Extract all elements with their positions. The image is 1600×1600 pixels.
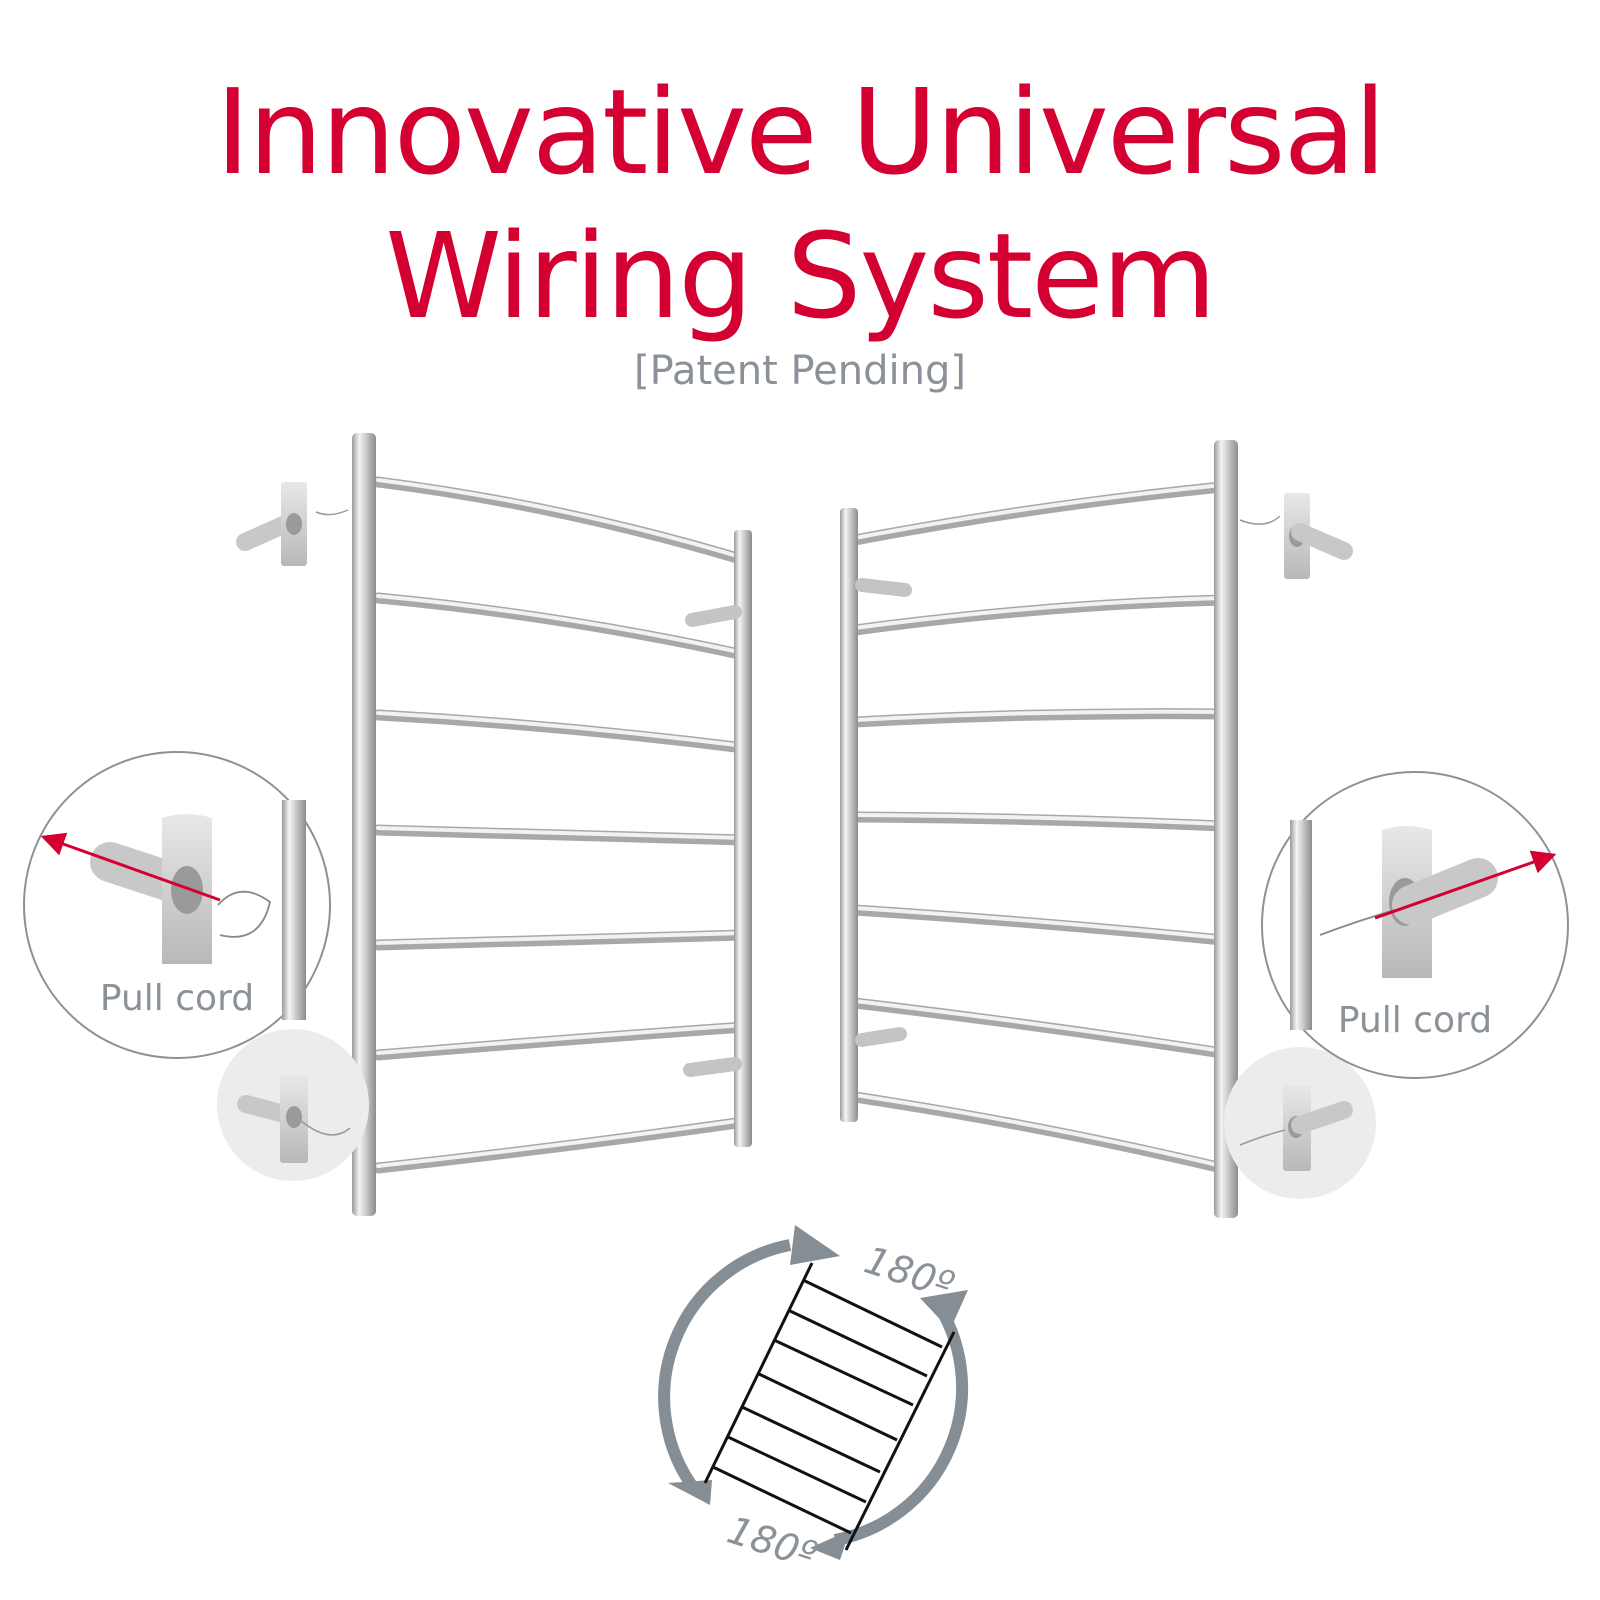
pull-cord-label-right: Pull cord <box>1338 1000 1492 1041</box>
wall-bracket-top-left <box>236 482 349 566</box>
pull-cord-label-left: Pull cord <box>100 978 254 1019</box>
bracket-highlight-left <box>217 1029 369 1181</box>
left-towel-rail <box>352 433 752 1216</box>
pull-cord-callout-left: Pull cord <box>23 751 331 1059</box>
subtitle: [Patent Pending] <box>634 348 966 394</box>
title-line-1: Innovative Universal <box>215 63 1386 201</box>
rotation-label-bottom: 180º <box>722 1508 822 1578</box>
rotated-rail-icon <box>703 1262 956 1551</box>
title-line-2: Wiring System <box>385 207 1216 345</box>
rotation-diagram: 180º 180º <box>658 1225 969 1578</box>
right-towel-rail <box>840 440 1238 1218</box>
arrow-heads <box>668 1225 968 1560</box>
rotation-arrows <box>658 1239 969 1546</box>
pull-cord-callout-right: Pull cord <box>1261 771 1569 1079</box>
wall-bracket-top-right <box>1239 493 1353 579</box>
bracket-highlight-right <box>1224 1047 1376 1199</box>
rotation-label-top: 180º <box>859 1238 959 1308</box>
